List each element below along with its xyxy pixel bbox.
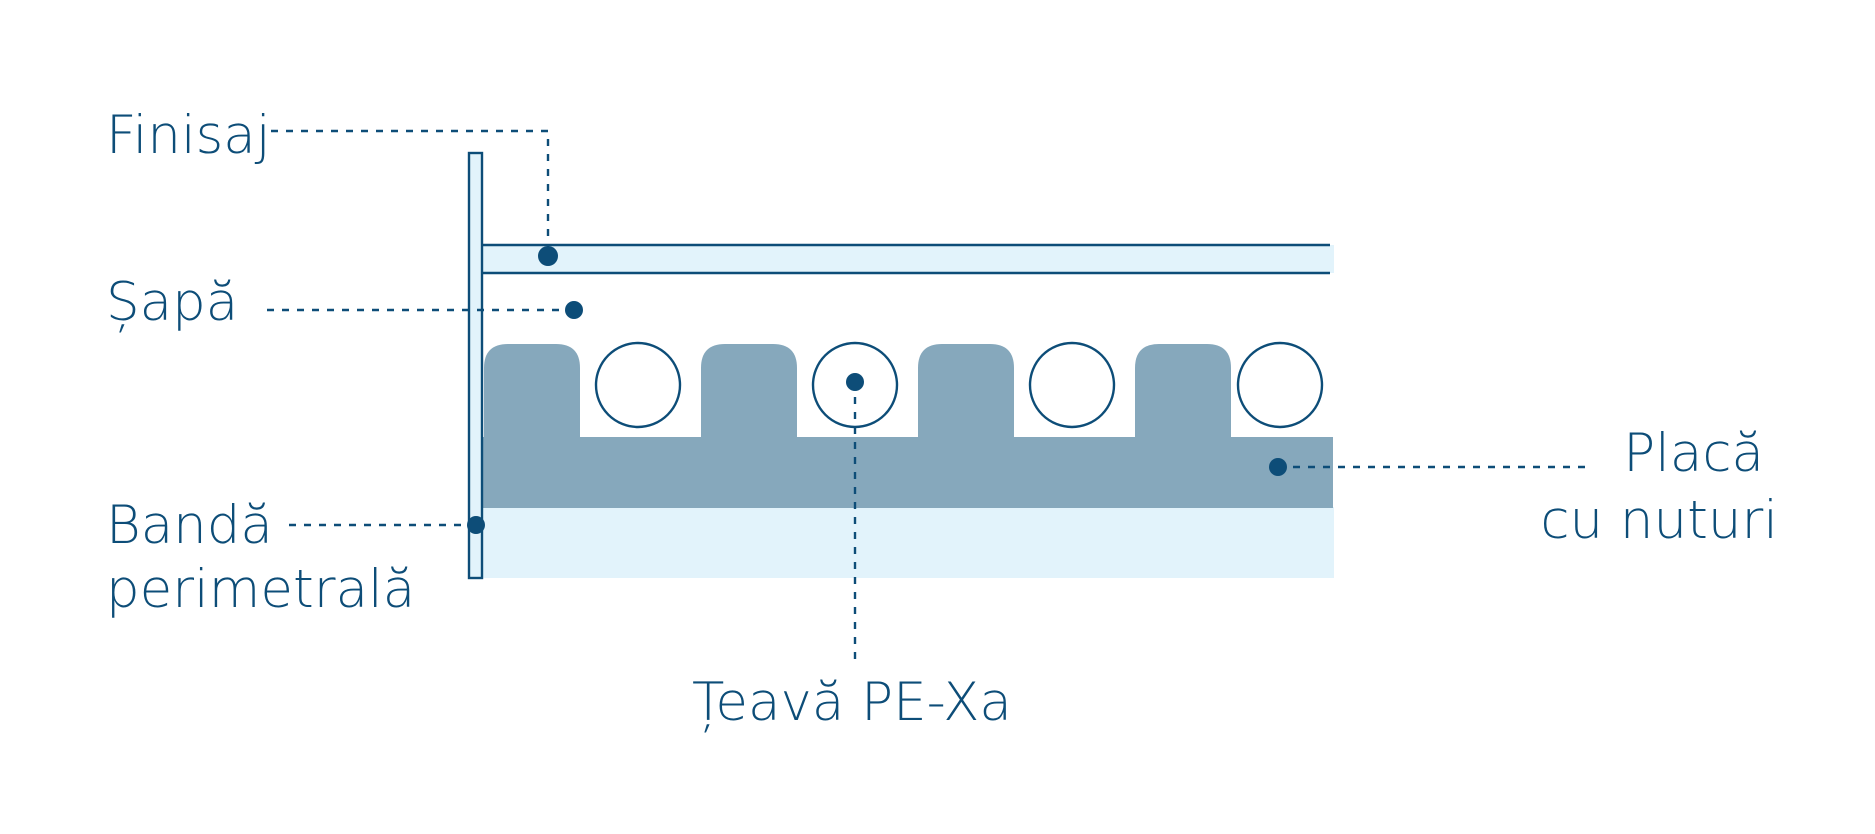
perimeter-strip (467, 151, 484, 580)
panel-leader-dot (1269, 458, 1287, 476)
label-perimeter-line1: Bandă (106, 495, 273, 556)
label-perimeter-line2: perimetrală (106, 559, 415, 620)
insulation-base-layer (482, 507, 1334, 578)
panel-stud-4 (1135, 344, 1231, 439)
finish-leader-line (271, 129, 550, 255)
screed-leader-dot (565, 301, 583, 319)
pipe-leader-dot (846, 373, 864, 391)
label-finish: Finisaj (106, 105, 271, 166)
panel-stud-1 (484, 344, 580, 439)
finish-layer-band (483, 245, 1334, 273)
finish-leader-dot (538, 246, 558, 266)
label-panel-line1: Placă (1623, 423, 1764, 484)
pipe-circle-4 (1236, 341, 1324, 429)
studded-panel-base (482, 437, 1333, 508)
label-screed: Șapă (106, 272, 238, 334)
label-panel-line2: cu nuturi (1540, 490, 1778, 551)
pipe-circle-3 (1028, 341, 1116, 429)
pipe-circle-1 (594, 341, 682, 429)
panel-stud-3 (918, 344, 1014, 439)
panel-stud-2 (701, 344, 797, 439)
label-pipe: Țeavă PE-Xa (692, 672, 1012, 734)
perimeter-leader-dot (467, 516, 485, 534)
